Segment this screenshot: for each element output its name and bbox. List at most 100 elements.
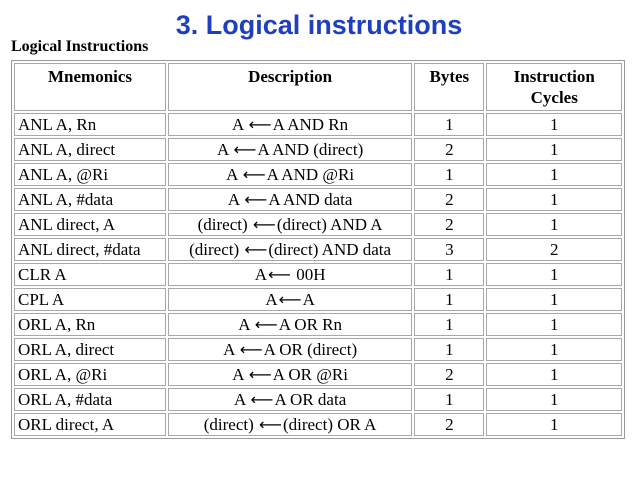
mnemonic-cell: ORL A, direct (14, 338, 167, 361)
slide-title: 3. Logical instructions (175, 10, 463, 40)
left-arrow-icon: ⟵ (248, 115, 272, 134)
bytes-cell: 2 (414, 188, 485, 211)
cycles-cell: 1 (486, 313, 622, 336)
mnemonic-cell: ANL direct, A (14, 213, 167, 236)
cycles-cell: 1 (486, 113, 622, 136)
bytes-cell: 1 (414, 313, 485, 336)
desc-destination: (direct) (203, 415, 254, 434)
left-arrow-icon: ⟵ (244, 190, 268, 209)
cycles-cell: 1 (486, 263, 622, 286)
description-cell: A ⟵A OR data (168, 388, 413, 411)
desc-destination: A (216, 140, 229, 159)
mnemonic-cell: ORL direct, A (14, 413, 167, 436)
desc-source: A (302, 290, 315, 309)
bytes-cell: 1 (414, 263, 485, 286)
cycles-cell: 1 (486, 188, 622, 211)
description-cell: A ⟵A AND (direct) (168, 138, 413, 161)
logical-instructions-table: Mnemonics Description Bytes Instruction … (11, 60, 625, 439)
bytes-cell: 2 (414, 138, 485, 161)
desc-source: A OR @Ri (272, 365, 348, 384)
description-cell: A ⟵A AND data (168, 188, 413, 211)
desc-destination: A (265, 290, 278, 309)
table-row: ORL direct, A (direct) ⟵(direct) OR A 2 … (14, 413, 622, 436)
description-cell: A⟵ 00H (168, 263, 413, 286)
cycles-cell: 1 (486, 413, 622, 436)
bytes-cell: 1 (414, 338, 485, 361)
desc-source: A AND Rn (272, 115, 349, 134)
desc-destination: A (223, 340, 235, 359)
cycles-cell: 2 (486, 238, 622, 261)
cycles-cell: 1 (486, 363, 622, 386)
left-arrow-icon: ⟵ (242, 165, 266, 184)
description-cell: (direct) ⟵(direct) AND data (168, 238, 413, 261)
desc-source: A OR Rn (278, 315, 343, 334)
section-title: Logical Instructions (11, 38, 149, 55)
desc-destination: (direct) (197, 215, 248, 234)
left-arrow-icon: ⟵ (278, 290, 302, 309)
description-cell: A⟵A (168, 288, 413, 311)
left-arrow-icon: ⟵ (233, 140, 257, 159)
table-row: ORL A, @Ri A ⟵A OR @Ri 2 1 (14, 363, 622, 386)
header-description: Description (168, 63, 413, 111)
mnemonic-cell: ORL A, Rn (14, 313, 167, 336)
table-row: ORL A, direct A ⟵A OR (direct) 1 1 (14, 338, 622, 361)
desc-destination: A (238, 315, 250, 334)
bytes-cell: 1 (414, 388, 485, 411)
desc-source: A AND @Ri (266, 165, 355, 184)
description-cell: (direct) ⟵(direct) OR A (168, 413, 413, 436)
desc-destination: A (232, 365, 244, 384)
table-row: ANL A, #data A ⟵A AND data 2 1 (14, 188, 622, 211)
left-arrow-icon: ⟵ (252, 215, 276, 234)
table-body: ANL A, Rn A ⟵A AND Rn 1 1 ANL A, direct … (14, 113, 622, 436)
desc-destination: A (254, 265, 267, 284)
desc-source: 00H (296, 265, 326, 284)
left-arrow-icon: ⟵ (254, 315, 278, 334)
table-row: ANL A, Rn A ⟵A AND Rn 1 1 (14, 113, 622, 136)
table-row: ORL A, Rn A ⟵A OR Rn 1 1 (14, 313, 622, 336)
left-arrow-icon: ⟵ (259, 415, 282, 434)
table-row: ANL direct, A (direct) ⟵(direct) AND A 2… (14, 213, 622, 236)
desc-source: (direct) AND data (268, 240, 392, 259)
header-mnemonics: Mnemonics (14, 63, 167, 111)
mnemonic-cell: ANL A, #data (14, 188, 167, 211)
desc-destination: A (232, 115, 244, 134)
desc-source: A OR (direct) (263, 340, 358, 359)
table-row: ORL A, #data A ⟵A OR data 1 1 (14, 388, 622, 411)
left-arrow-icon: ⟵ (239, 340, 263, 359)
bytes-cell: 2 (414, 413, 485, 436)
desc-source: (direct) AND A (276, 215, 383, 234)
cycles-cell: 1 (486, 338, 622, 361)
table-row: CPL A A⟵A 1 1 (14, 288, 622, 311)
description-cell: A ⟵A OR Rn (168, 313, 413, 336)
bytes-cell: 1 (414, 288, 485, 311)
table-row: ANL A, direct A ⟵A AND (direct) 2 1 (14, 138, 622, 161)
mnemonic-cell: ORL A, #data (14, 388, 167, 411)
cycles-cell: 1 (486, 388, 622, 411)
description-cell: (direct) ⟵(direct) AND A (168, 213, 413, 236)
table-viewport: Mnemonics Description Bytes Instruction … (11, 60, 625, 461)
bytes-cell: 1 (414, 113, 485, 136)
desc-destination: A (233, 390, 246, 409)
cycles-cell: 1 (486, 138, 622, 161)
mnemonic-cell: CLR A (14, 263, 167, 286)
header-instruction-cycles: Instruction Cycles (486, 63, 622, 111)
desc-destination: (direct) (189, 240, 240, 259)
mnemonic-cell: ANL A, Rn (14, 113, 167, 136)
desc-destination: A (227, 190, 240, 209)
desc-source: (direct) OR A (282, 415, 377, 434)
desc-source: A AND data (268, 190, 353, 209)
left-arrow-icon: ⟵ (250, 390, 274, 409)
bytes-cell: 2 (414, 363, 485, 386)
description-cell: A ⟵A OR (direct) (168, 338, 413, 361)
desc-source: A AND (direct) (257, 140, 364, 159)
table-header-row: Mnemonics Description Bytes Instruction … (14, 63, 622, 111)
mnemonic-cell: ANL A, @Ri (14, 163, 167, 186)
description-cell: A ⟵A AND @Ri (168, 163, 413, 186)
table-row: ANL A, @Ri A ⟵A AND @Ri 1 1 (14, 163, 622, 186)
left-arrow-icon: ⟵ (248, 365, 272, 384)
bytes-cell: 3 (414, 238, 485, 261)
mnemonic-cell: ANL direct, #data (14, 238, 167, 261)
bytes-cell: 1 (414, 163, 485, 186)
cycles-cell: 1 (486, 288, 622, 311)
cycles-cell: 1 (486, 163, 622, 186)
